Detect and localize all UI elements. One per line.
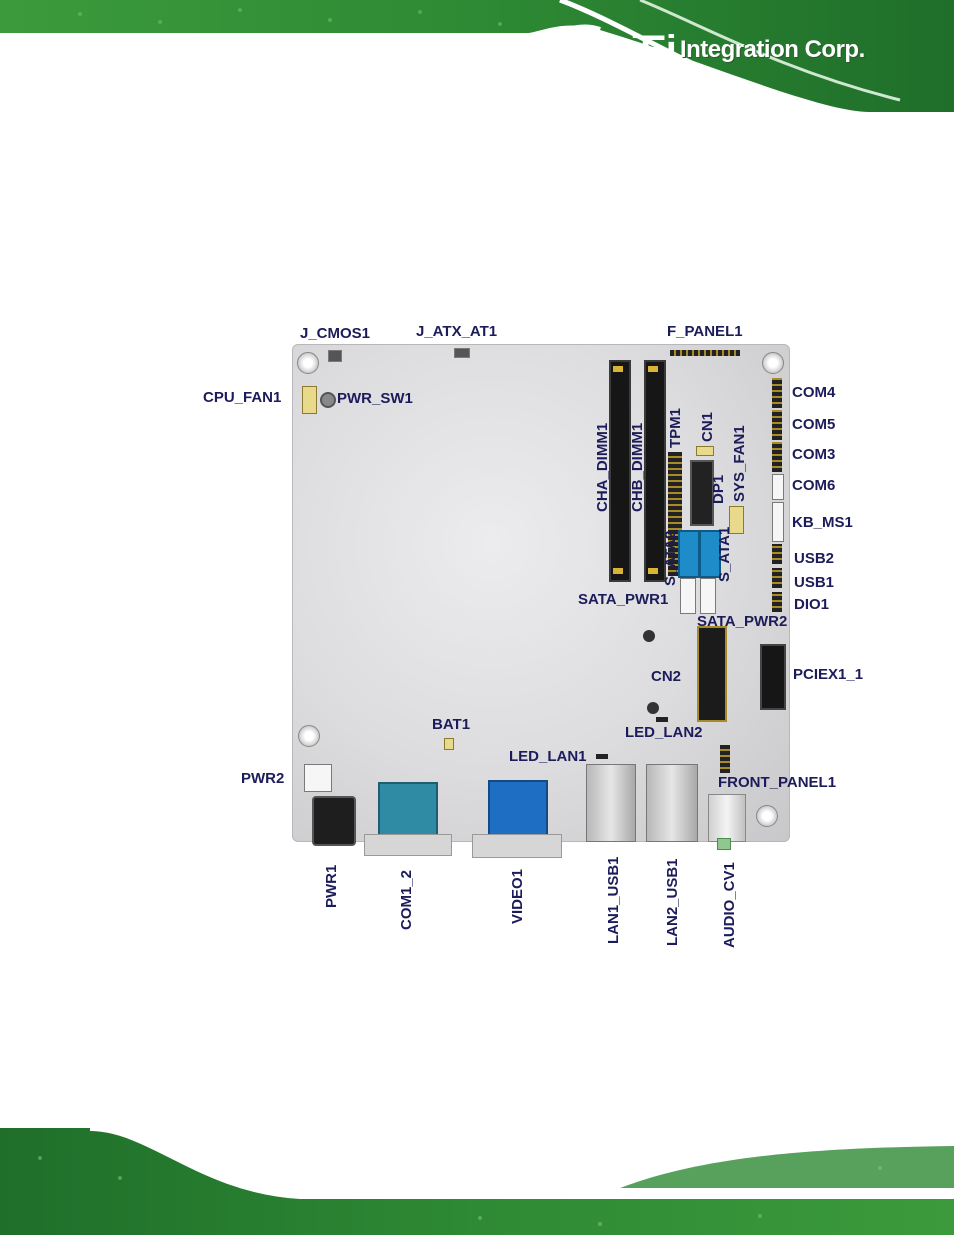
label-cha-dimm1: CHA_DIMM1 — [594, 422, 611, 512]
label-pwr2: PWR2 — [241, 770, 285, 787]
led-lan1-header — [596, 754, 608, 759]
chb-dimm1-slot — [644, 360, 666, 582]
label-j-cmos1: J_CMOS1 — [300, 325, 371, 342]
label-cn1: CN1 — [699, 411, 716, 442]
label-f-panel1: F_PANEL1 — [667, 323, 743, 340]
com1-2-base — [364, 834, 452, 856]
label-pwr-sw1: PWR_SW1 — [337, 390, 413, 407]
brand-logo: iEi Integration Corp. — [630, 27, 865, 72]
sata-pwr1-connector — [680, 578, 696, 614]
pciex1-1-slot — [760, 644, 786, 710]
label-usb1: USB1 — [794, 574, 835, 591]
label-audio-cv1: AUDIO_CV1 — [721, 862, 738, 948]
cpu-fan1-connector — [302, 386, 317, 414]
mounting-hole — [762, 352, 784, 374]
label-led-lan2: LED_LAN2 — [625, 724, 703, 741]
dio1-header — [772, 592, 782, 612]
mounting-hole — [298, 725, 320, 747]
dp1-connector — [690, 460, 714, 526]
label-lan2-usb1: LAN2_USB1 — [664, 858, 681, 946]
logo-text: Integration Corp. — [679, 36, 865, 63]
com1-2-connector — [378, 782, 438, 840]
audio-cv1-ring — [717, 838, 731, 850]
label-s-ata1: S_ATA1 — [716, 526, 733, 582]
s-ata2-connector — [678, 530, 700, 578]
label-dio1: DIO1 — [794, 596, 830, 613]
com4-header — [772, 378, 782, 408]
label-sys-fan1: SYS_FAN1 — [731, 425, 748, 502]
audio-cv1-connector — [708, 794, 746, 842]
sata-pwr2-connector — [700, 578, 716, 614]
label-sata-pwr2: SATA_PWR2 — [697, 613, 788, 630]
label-pwr1: PWR1 — [323, 864, 340, 908]
logo-mark: iEi — [630, 27, 677, 72]
label-com6: COM6 — [792, 477, 836, 494]
bat1-connector — [444, 738, 454, 750]
label-kb-ms1: KB_MS1 — [792, 514, 853, 531]
standoff — [643, 630, 655, 642]
kb-ms1-connector — [772, 502, 784, 542]
pwr1-jack — [312, 796, 356, 846]
pwr-sw1-button — [320, 392, 336, 408]
label-video1: VIDEO1 — [509, 868, 526, 924]
label-sata-pwr1: SATA_PWR1 — [578, 591, 669, 608]
cn1-connector — [696, 446, 714, 456]
label-chb-dimm1: CHB_DIMM1 — [629, 422, 646, 512]
label-cpu-fan1: CPU_FAN1 — [203, 389, 282, 406]
j-atx-at1-jumper — [454, 348, 470, 358]
j-cmos1-jumper — [328, 350, 342, 362]
com6-connector — [772, 474, 784, 500]
usb2-header — [772, 544, 782, 564]
label-com3: COM3 — [792, 446, 836, 463]
label-tpm1: TPM1 — [667, 407, 684, 448]
footer-banner — [0, 1128, 954, 1235]
lan2-usb1-connector — [646, 764, 698, 842]
label-s-ata2: S_ATA2 — [662, 530, 679, 586]
video1-connector — [488, 780, 548, 840]
sys-fan1-connector — [729, 506, 744, 534]
front-panel1-header — [720, 745, 730, 773]
pwr2-connector — [304, 764, 332, 792]
mounting-hole — [297, 352, 319, 374]
f-panel1-header — [670, 350, 740, 356]
led-lan2-header — [656, 717, 668, 722]
cha-dimm1-slot — [609, 360, 631, 582]
com3-header — [772, 442, 782, 472]
label-j-atx-at1: J_ATX_AT1 — [416, 323, 498, 340]
lan1-usb1-connector — [586, 764, 636, 842]
label-led-lan1: LED_LAN1 — [509, 748, 587, 765]
label-cn2: CN2 — [651, 668, 682, 685]
mounting-hole — [756, 805, 778, 827]
label-dp1: DP1 — [710, 474, 727, 504]
label-front-panel1: FRONT_PANEL1 — [718, 774, 837, 791]
label-lan1-usb1: LAN1_USB1 — [605, 856, 622, 944]
s-ata1-connector — [699, 530, 721, 578]
header-banner — [0, 0, 954, 112]
standoff — [647, 702, 659, 714]
label-bat1: BAT1 — [432, 716, 471, 733]
com5-header — [772, 410, 782, 440]
usb1-header — [772, 568, 782, 588]
label-com1-2: COM1_2 — [398, 869, 415, 930]
cn2-slot — [697, 626, 727, 722]
label-pciex1-1: PCIEX1_1 — [793, 666, 864, 683]
label-com5: COM5 — [792, 416, 836, 433]
video1-base — [472, 834, 562, 858]
label-com4: COM4 — [792, 384, 836, 401]
label-usb2: USB2 — [794, 550, 835, 567]
